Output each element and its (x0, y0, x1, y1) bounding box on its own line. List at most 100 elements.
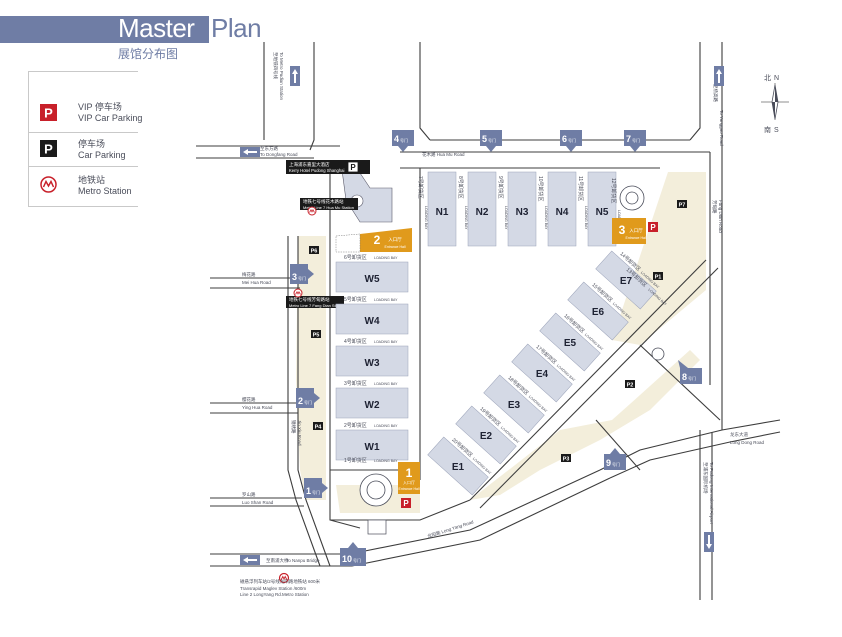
parking-badge-label: P5 (313, 333, 320, 339)
subtitle: 展馆分布图 (118, 47, 179, 61)
hall-w1[interactable]: W1 (335, 429, 409, 461)
metro-station-huamu-zh: 地铁七号线花木路站 (303, 198, 344, 205)
gate-number: 7 (626, 134, 631, 144)
hall-label: N2 (476, 207, 489, 218)
bay-label-en: LOADING BAY (374, 256, 398, 260)
compass-icon: 北 N 南 S (761, 74, 789, 134)
metro-icon (40, 176, 57, 193)
hall-e2[interactable]: E2 (455, 405, 517, 465)
maglev-station-en-1: Transrapid Maglev Station /600m (240, 586, 306, 591)
entrance-hall-2[interactable]: 2 入口厅 Entrance Hall (360, 228, 412, 252)
entrance-hall-3[interactable]: 3 入口厅 Entrance Hall (612, 218, 647, 244)
title-master: Master (118, 13, 195, 43)
parking-icon: P (40, 140, 57, 157)
hall-label: W5 (365, 274, 380, 285)
bay-label: 8号卸货区 (457, 176, 464, 199)
compass-south-zh: 南 (764, 125, 771, 134)
hall-e5[interactable]: E5 (539, 312, 601, 372)
road-label-metro-en: To Metro Pudian Station (279, 52, 284, 101)
bay-label-en: LOADING BAY (584, 206, 588, 230)
gate-suffix: 号门 (304, 399, 312, 405)
gate-suffix: 号门 (400, 137, 408, 143)
road-label-jinxiu-en: Jin Xiu Road (297, 420, 302, 446)
bay-label-en: LOADING BAY (374, 382, 398, 386)
compass-north-zh: 北 (764, 74, 771, 82)
hall-w5[interactable]: W5 (335, 261, 409, 293)
hall-w3[interactable]: W3 (335, 345, 409, 377)
legend-label-zh: 地铁站 (78, 175, 106, 185)
metro-station-huamu (300, 198, 358, 210)
roundabout-north (619, 185, 645, 211)
hall-e6[interactable]: E6 (567, 281, 629, 341)
hall-n1[interactable]: N1 (427, 171, 457, 247)
hall-e4[interactable]: E4 (511, 343, 573, 403)
bay-label: 10号卸货区 (537, 176, 544, 202)
vip-parking-icon (401, 498, 411, 508)
hall-w4[interactable]: W4 (335, 303, 409, 335)
gate-suffix: 号门 (298, 275, 306, 281)
legend-vip-parking: VIP 停车场 VIP Car Parking (78, 102, 142, 124)
road-label-luoshan-en: Luo Shan Road (242, 500, 274, 505)
bay-label-en: LOADING BAY (504, 206, 508, 230)
parking-badge-p2: P2 (625, 380, 635, 389)
hall-n5[interactable]: N5 (587, 171, 617, 247)
entrance-number: 2 (374, 233, 381, 247)
direction-arrows (240, 66, 724, 565)
hall-label: E6 (592, 307, 605, 318)
gate-suffix: 号门 (353, 557, 361, 563)
road-label-longyang: 龙阳路 Long Yang Road (426, 518, 474, 540)
parking-badge-p5: P5 (311, 330, 321, 339)
gate-suffix: 号门 (488, 137, 496, 143)
entrance-hall-1[interactable]: 1 入口厅 Entrance Hall (398, 462, 420, 494)
gate-number: 10 (342, 554, 352, 564)
legend-label-en: Metro Station (78, 186, 132, 196)
entrance-label-zh: 入口厅 (388, 237, 402, 243)
hall-label: W4 (365, 316, 380, 327)
gate-number: 9 (606, 458, 611, 468)
hall-n3[interactable]: N3 (507, 171, 537, 247)
metro-station-fangdian (286, 296, 344, 308)
gate-suffix: 号门 (312, 489, 320, 495)
gate-number: 8 (682, 372, 687, 382)
svg-text:P: P (44, 106, 53, 121)
hall-n4[interactable]: N4 (547, 171, 577, 247)
legend-label-zh: VIP 停车场 (78, 102, 122, 112)
hall-n2[interactable]: N2 (467, 171, 497, 247)
compass-north-en: N (774, 75, 779, 82)
gate-number: 2 (298, 396, 303, 406)
hall-label: E1 (452, 462, 465, 473)
parking-badge-label: P7 (679, 203, 686, 209)
bay-label-en: LOADING BAY (464, 206, 468, 230)
hall-e3[interactable]: E3 (483, 374, 545, 434)
parking-badge-p4: P4 (313, 422, 323, 431)
parking-badge-label: P6 (311, 249, 318, 255)
bay-label: 5号卸货区 (344, 296, 367, 303)
parking-badge-label: P4 (315, 425, 323, 431)
hall-e1[interactable]: E1 (427, 436, 489, 496)
gate-number: 6 (562, 134, 567, 144)
hall-e7[interactable]: E7 (595, 250, 657, 310)
bay-label: 9号卸货区 (497, 176, 504, 199)
road-label-yanggao-zh: 至杨高路 (712, 84, 719, 102)
legend-divider (28, 206, 138, 207)
hotel-building (341, 169, 393, 223)
parking-badge-label: P1 (655, 275, 662, 281)
entrance-label-en: Entrance Hall (384, 245, 405, 249)
entrance-label-en: Entrance Hall (398, 487, 419, 491)
title-plan: Plan (211, 13, 262, 43)
hall-w2[interactable]: W2 (335, 387, 409, 419)
legend-parking: 停车场 Car Parking (78, 139, 126, 161)
roads (196, 42, 781, 600)
hall-label: N5 (596, 207, 609, 218)
compass-south-en: S (774, 127, 779, 134)
